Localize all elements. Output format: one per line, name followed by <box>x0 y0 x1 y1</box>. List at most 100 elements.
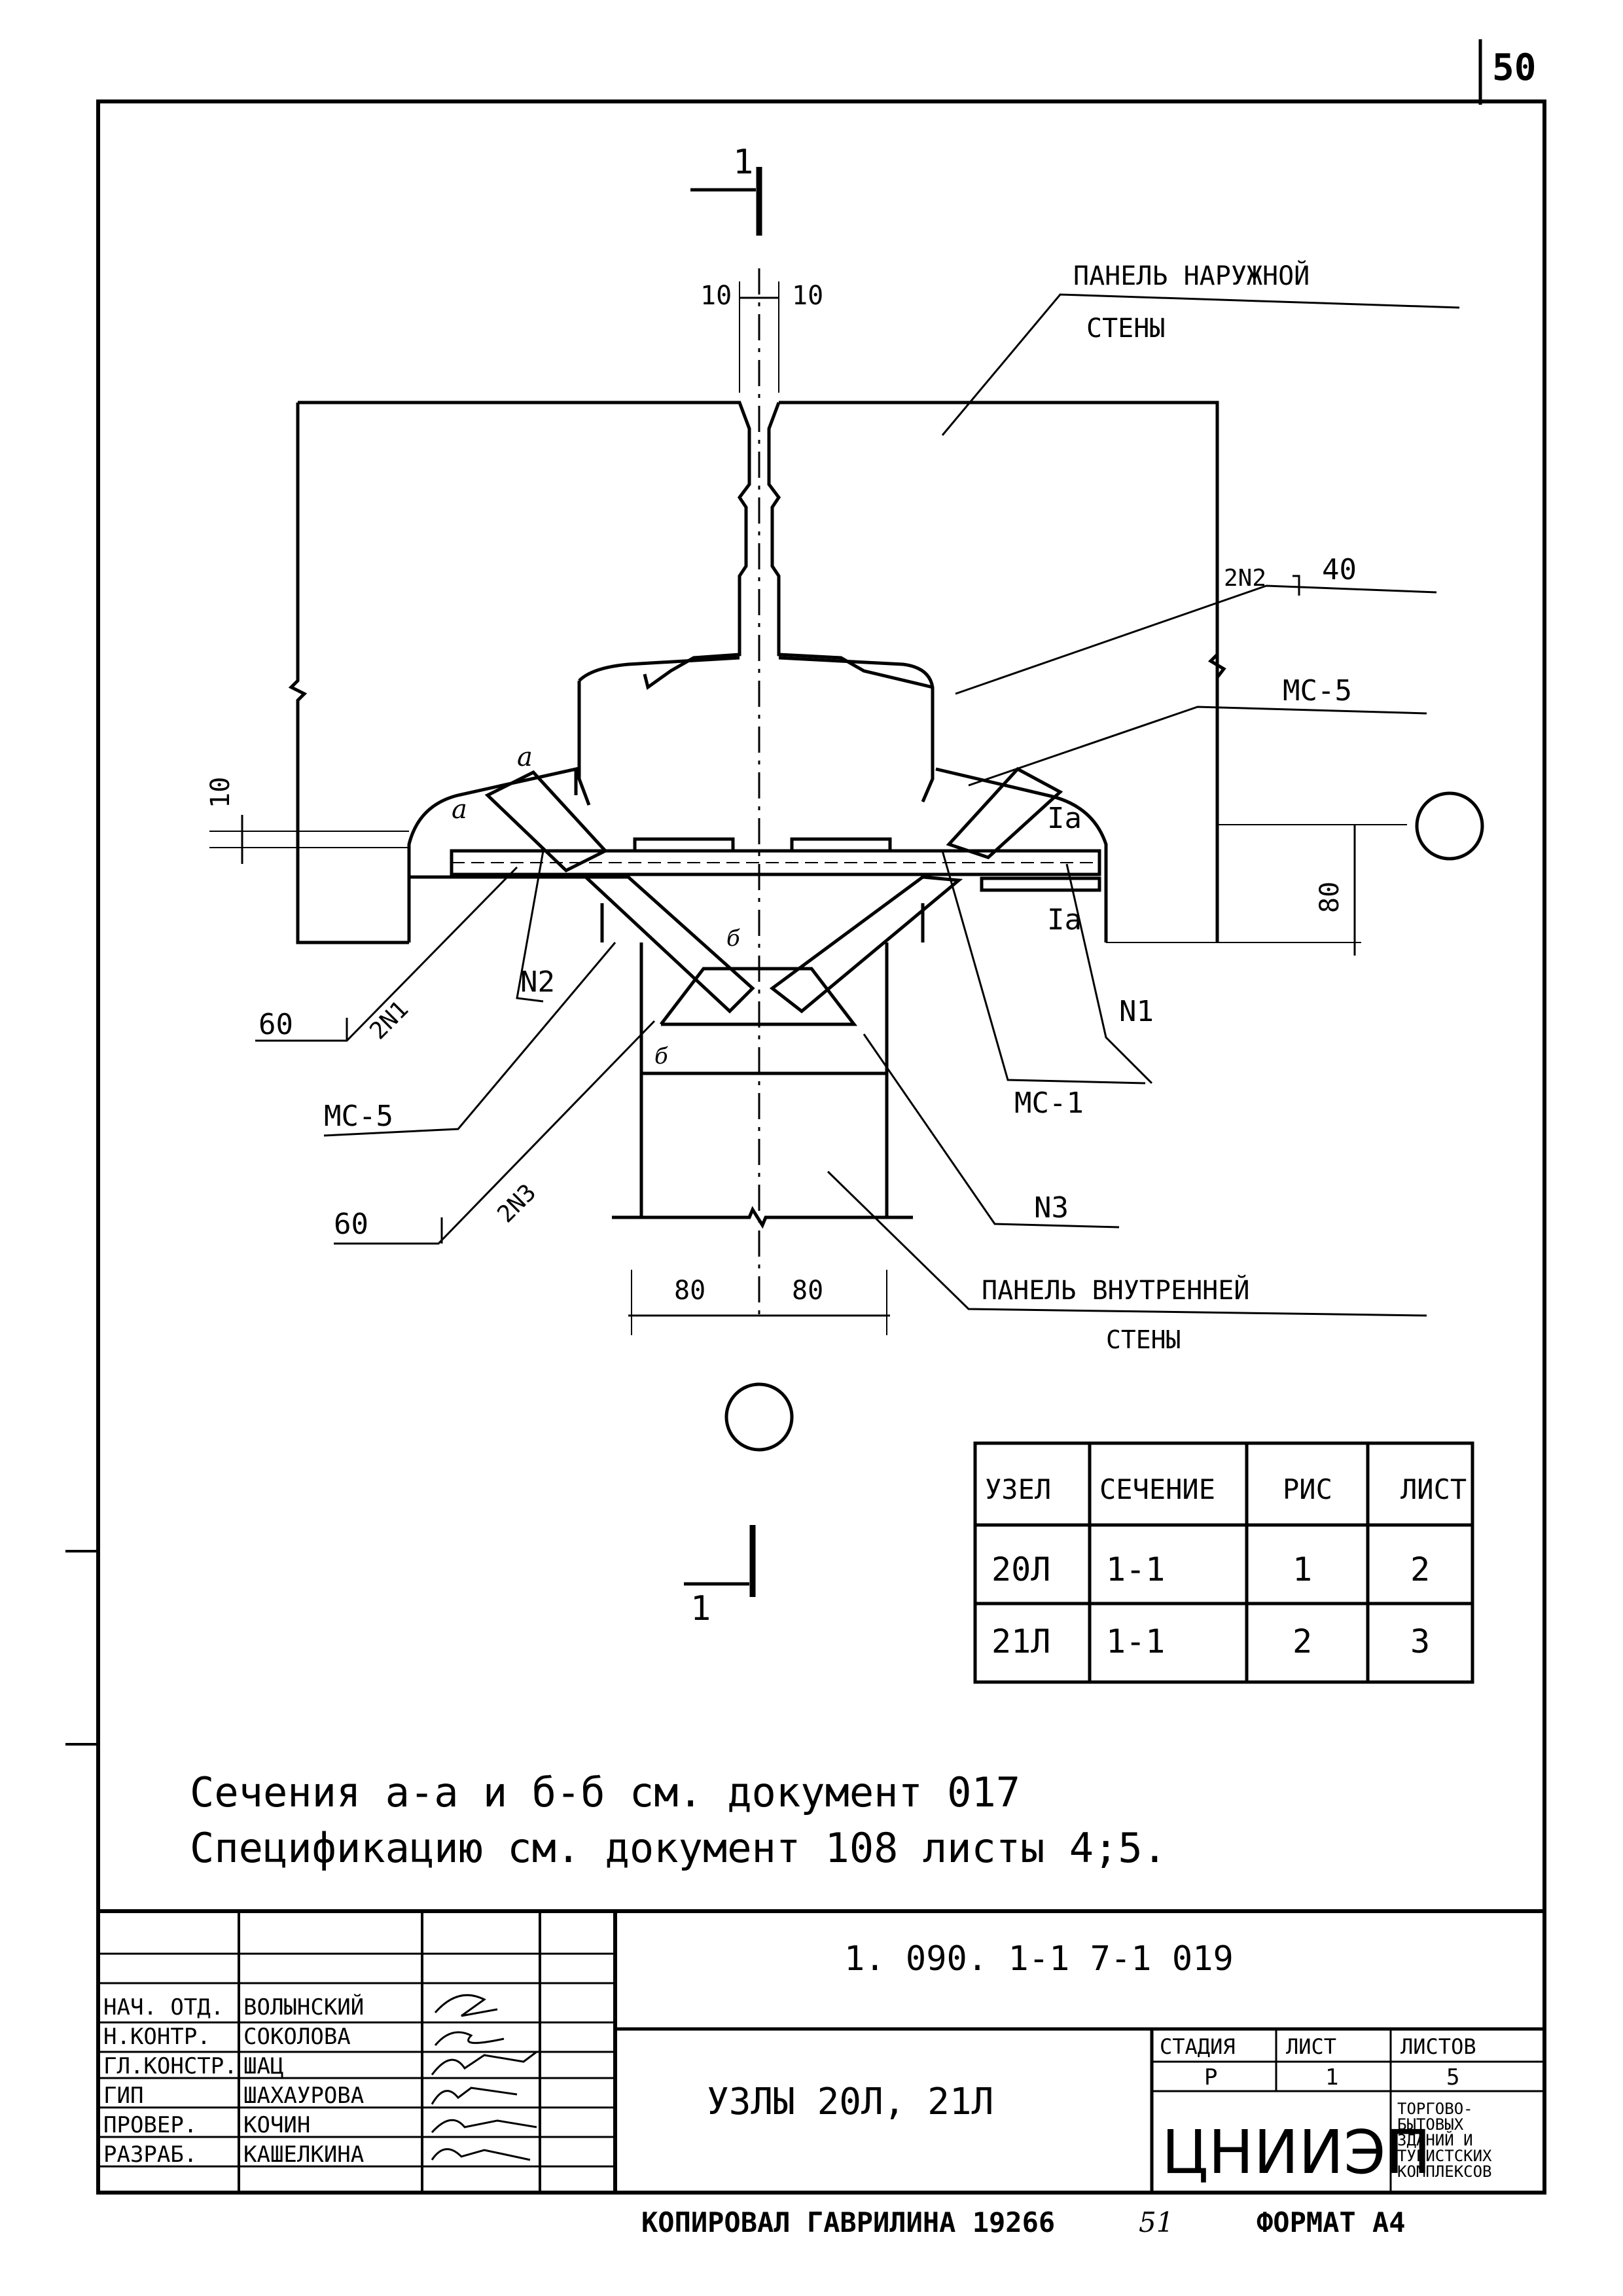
right-bracket <box>935 767 1108 942</box>
dim-bottom-left: 80 <box>674 1276 705 1306</box>
leader-n3 <box>863 1033 1120 1229</box>
node-table-cell: 1 <box>1293 1551 1312 1588</box>
left-bracket <box>407 766 578 942</box>
signature <box>434 2031 505 2046</box>
role-label: НАЧ. ОТД. <box>103 1994 224 2020</box>
diagonal-bar-right-top <box>946 766 1063 859</box>
embedded-plate-lower <box>980 876 1101 892</box>
role-label: РАЗРАБ. <box>103 2142 197 2168</box>
roles-table: НАЧ. ОТД. ВОЛЫНСКИЙ Н.КОНТР. СОКОЛОВАГЛ.КОН… <box>103 1994 364 2168</box>
node-table-cell: 2 <box>1293 1623 1312 1660</box>
role-label: Н.КОНТР. <box>103 2024 211 2050</box>
node-table-header: РИС <box>1283 1473 1332 1505</box>
label-inner-panel-1: ПАНЕЛЬ ВНУТРЕННЕЙ <box>982 1274 1249 1306</box>
label-inner-panel-2: СТЕНЫ <box>1106 1325 1181 1354</box>
signatures <box>431 1994 537 2161</box>
inner-box <box>639 942 889 1075</box>
label-2n3-size: 60 <box>334 1208 368 1241</box>
sheet-value: 1 <box>1325 2064 1338 2090</box>
page-number: 50 <box>1492 46 1536 89</box>
node-table-frame <box>973 1441 1474 1684</box>
label-2n1-size: 60 <box>259 1008 293 1041</box>
node-table-cell: 3 <box>1410 1623 1430 1660</box>
role-label: ГЛ.КОНСТР. <box>103 2053 238 2079</box>
note-line-2: Спецификацию см. документ 108 листы 4;5. <box>190 1824 1167 1872</box>
label-n1: N1 <box>1119 995 1154 1028</box>
leader-mc5-right <box>968 706 1427 787</box>
leader-n2 <box>516 850 544 1003</box>
role-name: СОКОЛОВА <box>243 2024 351 2050</box>
leader-mc5-left <box>323 942 616 1137</box>
stage-value: Р <box>1204 2064 1217 2090</box>
label-outer-panel-1: ПАНЕЛЬ НАРУЖНОЙ <box>1073 260 1310 291</box>
axis-bubble-bottom <box>724 1382 794 1452</box>
sheets-header: ЛИСТОВ <box>1400 2034 1476 2059</box>
axis-bubble-right <box>1415 791 1484 861</box>
signature <box>431 2148 531 2161</box>
leader-2n2 <box>955 584 1437 695</box>
sheets-value: 5 <box>1446 2064 1459 2090</box>
dim-gap-10: 10 <box>205 777 236 808</box>
label-mc1: МС-1 <box>1014 1086 1084 1120</box>
outer-wall-panel <box>298 401 1219 942</box>
org-logo: ЦНИИЭП <box>1162 2117 1431 2187</box>
leader-mc1 <box>941 850 1146 1085</box>
joint-drawing <box>209 167 1484 1597</box>
document-code: 1. 090. 1-1 7-1 019 <box>844 1939 1234 1979</box>
diagonal-bar-left-top <box>484 770 609 873</box>
footer-copied-by: КОПИРОВАЛ ГАВРИЛИНА 19266 <box>641 2206 1055 2238</box>
inner-cavity <box>660 967 858 1026</box>
label-mc5-right: МС-5 <box>1283 674 1352 708</box>
label-section-b-2: б <box>654 1043 668 1069</box>
signature <box>431 2119 537 2134</box>
signature <box>431 2087 518 2105</box>
role-name: ШАХАУРОВА <box>243 2083 364 2109</box>
label-2n1: 2N1 <box>365 996 414 1045</box>
label-n2: N2 <box>520 965 555 999</box>
org-description-line: БЫТОВЫХ <box>1397 2115 1464 2134</box>
column-head-left <box>577 681 591 806</box>
node-table-header: ЛИСТ <box>1400 1473 1467 1505</box>
outer-wall-left-edge <box>288 403 409 944</box>
node-table-cell: 21Л <box>991 1623 1050 1660</box>
note-line-1: Сечения а-а и б-б см. документ 017 <box>190 1768 1020 1816</box>
label-2n2: 2N2 <box>1224 565 1266 592</box>
node-table-cell: 20Л <box>991 1551 1050 1588</box>
node-table <box>973 1441 1474 1684</box>
label-mc5-left: МС-5 <box>324 1100 393 1133</box>
role-name: ШАЦ <box>243 2053 283 2079</box>
node-table-cell: 1-1 <box>1106 1551 1165 1588</box>
leader-outer-panel <box>941 293 1460 436</box>
drawing-title: УЗЛЫ 20Л, 21Л <box>707 2081 993 2123</box>
inner-wall-panel <box>639 1073 889 1217</box>
role-name: КОЧИН <box>243 2112 310 2138</box>
label-section-a-1: а <box>517 742 533 772</box>
role-label: ПРОВЕР. <box>103 2112 197 2138</box>
footer-format: ФОРМАТ А4 <box>1257 2206 1406 2238</box>
dim-height-80: 80 <box>1315 882 1345 913</box>
weld-symbol <box>1293 575 1300 596</box>
org-description-line: КОМПЛЕКСОВ <box>1397 2162 1492 2181</box>
leader-2n3 <box>334 1020 656 1245</box>
node-table-header: УЗЕЛ <box>985 1473 1051 1505</box>
leader-n1 <box>1065 863 1153 1085</box>
label-section-1a-2: Iа <box>1047 903 1082 937</box>
label-2n2-size: 40 <box>1322 553 1357 586</box>
role-name: ВОЛЫНСКИЙ <box>243 1994 364 2020</box>
section-label-top: 1 <box>733 143 753 182</box>
embedded-plate-right <box>790 837 892 853</box>
label-section-a-2: а <box>452 795 467 825</box>
role-label: ГИП <box>103 2083 143 2109</box>
stage-header: СТАДИЯ <box>1160 2034 1236 2059</box>
label-n3: N3 <box>1034 1191 1069 1225</box>
label-section-1a-1: Iа <box>1047 802 1082 835</box>
section-label-bottom: 1 <box>690 1589 711 1628</box>
title-block <box>98 1909 1544 2193</box>
diagonal-bar-left-bottom <box>581 875 755 1014</box>
org-description-line: ТОРГОВО- <box>1397 2100 1473 2118</box>
dim-bottom-right: 80 <box>792 1276 823 1306</box>
leader-inner-panel <box>827 1170 1427 1317</box>
footer-number: 51 <box>1139 2206 1173 2238</box>
label-outer-panel-2: СТЕНЫ <box>1086 314 1165 344</box>
